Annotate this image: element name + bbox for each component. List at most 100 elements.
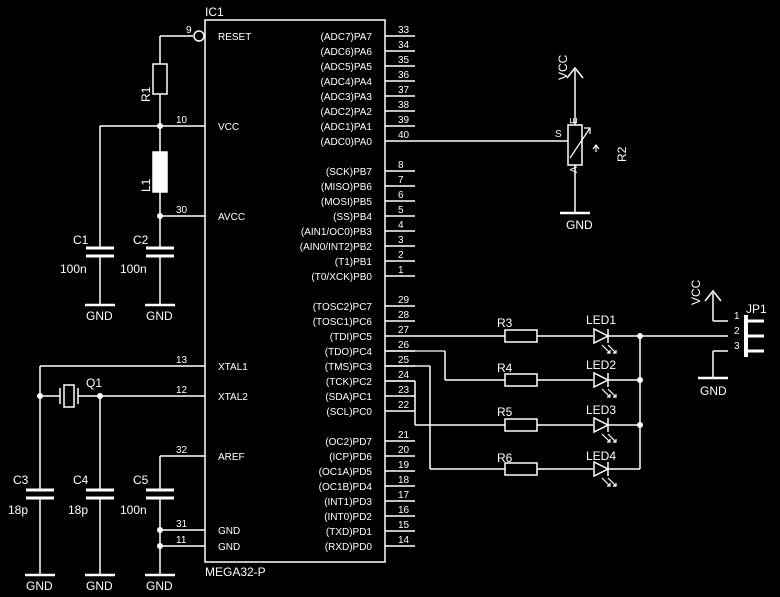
ic-left-pin-num: 11 [176,535,187,546]
ic-left-pin-name: XTAL1 [218,362,248,373]
ic-right-pin-name: (TOSC2)PC7 [313,302,373,313]
c2-ref: C2 [133,233,149,247]
ic-right-pin-name: (TXD)PD1 [326,527,373,538]
r2-body [567,124,583,166]
ic-left-pin-num: 31 [176,519,188,530]
ic-left-pin-num: 30 [176,205,188,216]
r6-label: R6 [497,451,513,465]
pot-pin-e: E [569,117,580,124]
reset-inversion-bubble [193,30,205,42]
ic-right-pin-name: (SDA)PC1 [325,392,372,403]
ic-right-pin-num: 36 [398,70,410,81]
gnd-label: GND [146,579,173,593]
ic-right-pin-name: (SCK)PB7 [326,167,373,178]
ic-right-pin-name: (TCK)PC2 [326,377,373,388]
ic-right-pin-name: (T1)PB1 [335,257,373,268]
crystal-q1-body [63,384,75,408]
ic-right-pin-name: (TDO)PC4 [325,347,373,358]
ic-right-pin-num: 14 [398,535,410,546]
r3-body [504,329,538,343]
ic-right-pin-name: (T0/XCK)PB0 [311,272,372,283]
ic-right-pin-num: 39 [398,115,410,126]
jp1-pin: 2 [734,326,740,337]
r5-body [504,418,538,432]
jp1-label: JP1 [746,302,767,316]
ic-right-pin-num: 4 [398,220,404,231]
led3-label: LED3 [586,403,616,417]
vcc-arrow-icon [704,289,722,302]
c1-ref: C1 [73,233,89,247]
ic-left-pin-name: GND [218,526,240,537]
q1-label: Q1 [86,376,102,390]
r3-label: R3 [497,316,513,330]
c5-ref: C5 [133,473,149,487]
c2-value: 100n [120,262,147,276]
ic-left-pin-name: AVCC [218,212,245,223]
c5-value: 100n [120,503,147,517]
ic-right-pin-name: (OC2)PD7 [325,437,372,448]
ic-ref: IC1 [205,5,224,19]
ic-right-pin-num: 3 [398,235,404,246]
ic-right-pin-num: 21 [398,430,410,441]
ic-right-pin-num: 27 [398,325,410,336]
ic-left-pin-name: XTAL2 [218,392,248,403]
junction-dot [637,422,643,428]
ic-right-pin-name: (AIN1/OC0)PB3 [301,227,373,238]
ic-right-pin-num: 34 [398,40,410,51]
ic-right-pin-num: 29 [398,295,410,306]
pot-pin-s: S [555,129,562,140]
r1-label: R1 [139,86,153,102]
ic-right-pin-num: 8 [398,160,404,171]
ic-right-pin-num: 7 [398,175,404,186]
ic-right-pin-num: 23 [398,385,410,396]
led3-icon [593,416,610,434]
r1-body [152,63,168,95]
ic-left-pin-num: 12 [176,385,188,396]
ic-body [204,19,386,563]
ic-right-pin-name: (ADC7)PA7 [321,32,373,43]
r2-label: R2 [615,146,629,162]
ic-right-pin-name: (TDI)PC5 [330,332,373,343]
ic-left-pin-num: 10 [176,115,188,126]
ic-right-pin-num: 20 [398,445,410,456]
ic-right-pin-name: (TMS)PC3 [325,362,373,373]
gnd-label: GND [26,579,53,593]
jp1-pin: 3 [734,341,740,352]
ic-right-pin-num: 26 [398,340,410,351]
pot-pin-a: A [569,166,580,173]
ic-right-pin-name: (AIN0/INT2)PB2 [300,242,373,253]
ic-right-pin-name: (ADC2)PA2 [321,107,373,118]
ic-right-pin-num: 25 [398,355,410,366]
gnd-label: GND [566,218,593,232]
ic-left-pin-num: 13 [176,355,188,366]
ic-right-pin-name: (ADC5)PA5 [321,62,373,73]
ic-right-pin-num: 2 [398,250,404,261]
ic-right-pin-name: (MOSI)PB5 [321,197,373,208]
ic-right-pin-name: (ADC0)PA0 [321,137,373,148]
vcc-label: VCC [689,279,703,305]
ic-right-pin-num: 18 [398,475,410,486]
junction-dot [637,377,643,383]
ic-left-pin-name: AREF [218,452,245,463]
ic-right-pin-name: (SCL)PC0 [326,407,372,418]
ic-left-pin-num: 32 [176,445,188,456]
ic-right-pin-name: (OC1A)PD5 [319,467,373,478]
junction-dot [157,543,163,549]
ic-right-pin-num: 33 [398,25,410,36]
r4-label: R4 [497,361,513,375]
ic-right-pin-num: 16 [398,505,410,516]
ic-left-pin-name: GND [218,542,240,553]
ic-right-pin-name: (TOSC1)PC6 [313,317,373,328]
led4-label: LED4 [586,449,616,463]
gnd-label: GND [146,309,173,323]
ic-right-pin-num: 17 [398,490,410,501]
l1-body [152,151,168,193]
ic-right-pin-name: (MISO)PB6 [321,182,373,193]
ic-left-pin-name: VCC [218,122,239,133]
l1-label: L1 [139,178,153,192]
r4-body [504,373,538,387]
ic-right-pin-num: 1 [398,265,404,276]
junction-dot [157,213,163,219]
ic-right-pin-name: (ICP)PD6 [329,452,372,463]
